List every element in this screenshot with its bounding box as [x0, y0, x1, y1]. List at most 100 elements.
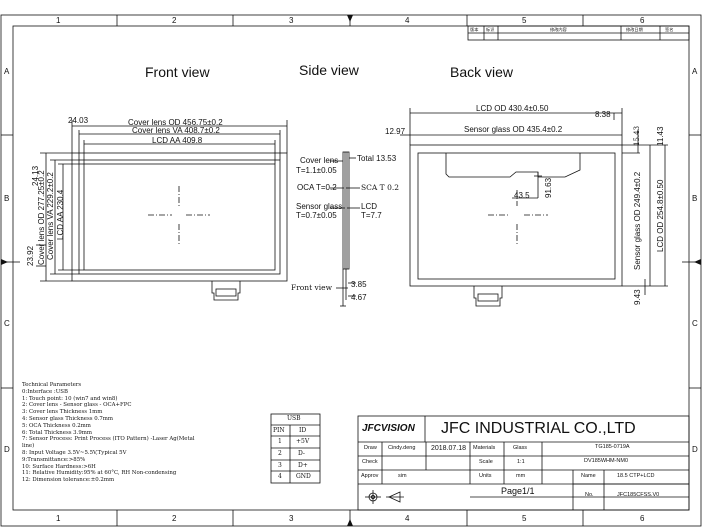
rev-header-version: 版本: [470, 27, 479, 32]
tb-scale-label: Scale: [479, 459, 493, 465]
usb-pin-2: 2: [278, 450, 282, 457]
front-cover-od-vertical: Cover lens OD 277.25±0.2: [37, 170, 46, 265]
column-label-4-bottom: 4: [405, 514, 410, 523]
column-label-6-bottom: 6: [640, 514, 645, 523]
row-label-a: A: [4, 67, 10, 76]
usb-id-3: D+: [298, 462, 308, 469]
front-cover-va: Cover lens VA 408.7±0.2: [132, 126, 220, 135]
tb-materials: Glass: [513, 445, 528, 451]
back-sensor-od-vertical: Sensor glass OD 249.4±0.2: [633, 171, 642, 270]
usb-id-1: +5V: [296, 438, 310, 445]
tb-no: JFC185CFSS.V0: [617, 492, 660, 498]
front-view-title: Front view: [145, 64, 210, 80]
usb-pin-1: 1: [278, 438, 282, 445]
tech-line: line): [22, 443, 35, 450]
rev-header-mark: 标识: [486, 27, 495, 32]
company-name: JFC INDUSTRIAL CO.,LTD: [441, 420, 636, 437]
tb-name-label: Name: [581, 473, 596, 479]
side-front-view-label: Front view: [291, 283, 333, 292]
row-label-d: D: [4, 445, 10, 454]
tb-no-label: No.: [585, 492, 594, 498]
usb-head-id: ID: [299, 427, 307, 434]
back-dim-91-63: 91.63: [544, 177, 553, 198]
tb-name: 18.5 CTP+LCD: [617, 473, 655, 479]
back-dim-15-43: 15.43: [633, 125, 641, 146]
side-cover-lens: Cover lens: [300, 156, 339, 165]
back-lcd-od: LCD OD 430.4±0.50: [476, 104, 549, 113]
front-lcd-aa-vertical: LCD AA 230.4: [56, 189, 65, 240]
side-lcd: LCD: [361, 202, 378, 211]
column-label-5-bottom: 5: [522, 514, 527, 523]
side-view-title: Side view: [299, 62, 359, 78]
side-sca-thickness: SCA T 0.2: [361, 183, 399, 192]
tb-materials-label: Materials: [473, 445, 496, 451]
tech-line: 8: Input Voltage 3.5V~5.5V,Typical 5V: [22, 449, 127, 456]
row-label-b-right: B: [692, 194, 698, 203]
column-label-2-bottom: 2: [172, 514, 177, 523]
side-oca-thickness: OCA T=0.2: [297, 183, 337, 192]
side-sensor-thickness: T=0.7±0.05: [296, 211, 337, 220]
tb-approver: sim: [398, 473, 407, 479]
column-label-6: 6: [640, 16, 645, 25]
tb-scale: 1:1: [517, 459, 525, 465]
tb-check-label: Check: [362, 459, 378, 465]
side-total-thickness: Total 13.53: [357, 154, 397, 163]
tb-drawer: Cindy.deng: [388, 445, 416, 451]
tech-line: 5: OCA Thickness 0.2mm: [22, 422, 91, 429]
back-dim-8-38: 8.38: [595, 110, 611, 119]
side-dim-3-85: 3.85: [351, 280, 367, 289]
back-dim-9-43: 9.43: [633, 289, 642, 305]
tb-draw-label: Draw: [364, 445, 377, 451]
tech-line: 3: Cover lens Thickness 1mm: [22, 409, 103, 416]
front-cover-va-vertical: Cover lens VA 229.2±0.2: [46, 172, 55, 260]
row-label-c-right: C: [692, 319, 698, 328]
front-left-offset: 24.03: [68, 116, 89, 125]
column-label-4: 4: [405, 16, 410, 25]
back-view-title: Back view: [450, 64, 514, 80]
side-cover-thickness: T=1.1±0.05: [296, 166, 337, 175]
tb-code-2: DV185WHM-NM0: [584, 458, 629, 464]
rev-header-content: 修改内容: [550, 27, 567, 32]
side-dim-4-67: 4.67: [351, 293, 367, 302]
tech-line: 9:Transmittance:>85%: [22, 456, 86, 463]
usb-title: USB: [287, 415, 301, 422]
side-sensor-glass: Sensor glass: [296, 202, 343, 211]
back-sensor-od: Sensor glass OD 435.4±0.2: [464, 125, 563, 134]
row-label-c: C: [4, 319, 10, 328]
front-cover-od: Cover lens OD 456.75±0.2: [128, 118, 223, 127]
column-label-1: 1: [56, 16, 61, 25]
back-dim-43-5: 43.5: [514, 191, 530, 200]
usb-id-4: GND: [296, 473, 311, 480]
usb-pin-3: 3: [278, 462, 282, 469]
rev-header-sign: 签名: [665, 27, 674, 32]
column-label-1-bottom: 1: [56, 514, 61, 523]
column-label-3: 3: [289, 16, 294, 25]
tech-line: 2: Cover lens - Sensor glass - OCA+FPC: [22, 402, 132, 409]
column-label-3-bottom: 3: [289, 514, 294, 523]
back-lcd-od-vertical: LCD OD 254.8±0.50: [656, 179, 665, 252]
company-logo: JFCVISION: [362, 423, 415, 434]
rev-header-date: 修改日期: [626, 27, 643, 32]
tech-line: 1: Touch point: 10 (win7 and win8): [22, 395, 118, 402]
row-label-a-right: A: [692, 67, 698, 76]
front-lcd-aa: LCD AA 409.8: [152, 136, 203, 145]
tech-line: 10: Surface Hardness:>6H: [22, 463, 96, 470]
tech-line: 4: Sensor glass Thickness 0.7mm: [22, 415, 114, 422]
back-dim-12-97: 12.97: [385, 127, 406, 136]
column-label-2: 2: [172, 16, 177, 25]
tb-date: 2018.07.18: [431, 445, 467, 452]
side-lcd-thickness: T=7.7: [361, 211, 382, 220]
tb-units-label: Units: [479, 473, 492, 479]
front-bottom-offset: 23.92: [26, 245, 35, 266]
tb-approv-label: Approv: [361, 473, 379, 479]
tech-line: 12: Dimension tolerance:±0.2mm: [22, 477, 115, 484]
tb-page: Page1/1: [501, 486, 535, 496]
tech-line: Technical Parameters: [22, 382, 82, 388]
tech-line: 6: Total Thickness 3.9mm: [22, 429, 92, 436]
usb-id-2: D-: [298, 450, 305, 457]
tech-line: 7: Sensor Process: Print Process (ITO Pa…: [22, 436, 195, 443]
projection-symbol-icon: [362, 488, 406, 506]
tb-code-1: TG185-0719A: [595, 444, 630, 450]
